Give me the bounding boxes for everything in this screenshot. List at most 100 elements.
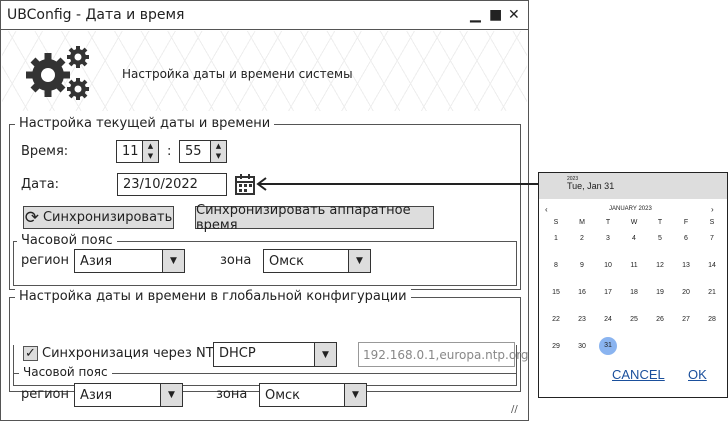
weekday-label: M: [579, 219, 585, 226]
time-label: Время:: [21, 144, 69, 159]
weekday-label: S: [709, 219, 715, 226]
calendar-day[interactable]: 26: [656, 316, 664, 323]
global-config-legend: Настройка даты и времени в глобальной ко…: [15, 289, 411, 304]
global-timezone-group-top: [13, 373, 517, 374]
date-picker-header: 2023 Tue, Jan 31: [539, 173, 727, 199]
zone-select[interactable]: Омск ▼: [263, 249, 371, 273]
pointer-arrow: [256, 176, 554, 192]
window-title: UBConfig - Дата и время: [7, 7, 185, 23]
calendar-day[interactable]: 19: [656, 289, 664, 296]
global-zone-value: Омск: [265, 387, 301, 403]
calendar-day[interactable]: 21: [708, 289, 716, 296]
zone-value: Омск: [269, 253, 305, 269]
weekday-label: T: [657, 219, 663, 226]
global-zone-select[interactable]: Омск ▼: [259, 383, 367, 407]
chevron-down-icon[interactable]: ▼: [314, 343, 336, 366]
calendar-day[interactable]: 8: [554, 262, 558, 269]
minute-spinner[interactable]: 55▲▼: [179, 140, 227, 163]
chevron-down-icon[interactable]: ▼: [348, 250, 370, 272]
weekday-label: T: [605, 219, 611, 226]
window: UBConfig - Дата и время ▁ ■ ✕ Настройка …: [0, 0, 529, 421]
calendar-day[interactable]: 10: [604, 262, 612, 269]
cancel-button[interactable]: CANCEL: [612, 367, 665, 382]
calendar-day[interactable]: 3: [606, 235, 610, 242]
calendar-day[interactable]: 11: [630, 262, 638, 269]
ntp-servers-value: 192.168.0.1,europa.ntp.org: [363, 347, 529, 362]
close-button[interactable]: ✕: [508, 7, 520, 23]
ok-button[interactable]: OK: [688, 367, 707, 382]
minimize-button[interactable]: ▁: [470, 7, 481, 23]
calendar-day[interactable]: 6: [684, 235, 688, 242]
calendar-day[interactable]: 24: [604, 316, 612, 323]
next-month-button[interactable]: ›: [711, 205, 714, 214]
calendar-day[interactable]: 5: [658, 235, 662, 242]
current-datetime-legend: Настройка текущей даты и времени: [15, 116, 275, 131]
calendar-day[interactable]: 20: [682, 289, 690, 296]
chevron-down-icon[interactable]: ▼: [344, 384, 366, 406]
header-banner: [2, 31, 527, 111]
ntp-label: Синхронизация через NTP: [42, 346, 222, 361]
weekday-label: W: [630, 219, 638, 226]
calendar-day[interactable]: 22: [552, 316, 560, 323]
gears-icon: [26, 46, 89, 100]
hardware-sync-button[interactable]: Синхронизировать аппаратное время: [195, 203, 434, 233]
calendar-day[interactable]: 29: [552, 343, 560, 350]
calendar-day[interactable]: 30: [578, 343, 586, 350]
calendar-day[interactable]: 18: [630, 289, 638, 296]
zone-label: зона: [220, 253, 252, 268]
selected-day: 31: [599, 337, 617, 355]
ntp-checkbox[interactable]: ✓: [23, 346, 38, 361]
chevron-down-icon[interactable]: ▼: [162, 250, 184, 272]
calendar-day[interactable]: 7: [710, 235, 714, 242]
hardware-sync-label: Синхронизировать аппаратное время: [196, 202, 411, 233]
global-region-select[interactable]: Азия ▼: [74, 383, 183, 407]
resize-grip-icon[interactable]: //: [511, 404, 518, 415]
prev-month-button[interactable]: ‹: [545, 205, 548, 214]
timezone-group: [13, 241, 517, 286]
region-label: регион: [21, 253, 69, 268]
calendar-day[interactable]: 14: [708, 262, 716, 269]
hour-value: 11: [122, 144, 139, 159]
calendar-day[interactable]: 27: [682, 316, 690, 323]
picker-year[interactable]: 2023: [567, 176, 579, 182]
ntp-source-value: DHCP: [219, 346, 256, 361]
weekday-label: S: [553, 219, 559, 226]
calendar-day[interactable]: 2: [580, 235, 584, 242]
minute-stepper-arrows[interactable]: ▲▼: [210, 141, 226, 162]
calendar-day[interactable]: 16: [578, 289, 586, 296]
title-bar: UBConfig - Дата и время ▁ ■ ✕: [1, 1, 528, 30]
calendar-icon[interactable]: [234, 173, 258, 197]
timezone-legend: Часовой пояс: [17, 233, 117, 248]
date-input[interactable]: 23/10/2022: [117, 173, 227, 196]
calendar-day[interactable]: 13: [682, 262, 690, 269]
maximize-button[interactable]: ■: [489, 7, 503, 23]
calendar-day[interactable]: 12: [656, 262, 664, 269]
picker-selected-date: Tue, Jan 31: [567, 181, 615, 191]
global-timezone-group-border: [13, 373, 517, 386]
calendar-day[interactable]: 25: [630, 316, 638, 323]
hour-stepper-arrows[interactable]: ▲▼: [142, 141, 158, 162]
global-region-value: Азия: [80, 387, 113, 403]
calendar-day[interactable]: 28: [708, 316, 716, 323]
ntp-source-select[interactable]: DHCP ▼: [213, 342, 337, 367]
calendar-day[interactable]: 1: [554, 235, 558, 242]
region-select[interactable]: Азия ▼: [74, 249, 185, 273]
refresh-icon: ⟳: [24, 207, 39, 228]
calendar-day[interactable]: 23: [578, 316, 586, 323]
region-value: Азия: [80, 253, 113, 269]
calendar-day[interactable]: 31: [595, 337, 621, 364]
month-label: JANUARY 2023: [609, 206, 652, 212]
weekday-label: F: [683, 219, 689, 226]
global-zone-label: зона: [216, 387, 248, 402]
sync-button[interactable]: ⟳Синхронизировать: [23, 206, 174, 229]
hour-spinner[interactable]: 11▲▼: [116, 140, 159, 163]
global-region-label: регион: [21, 387, 69, 402]
calendar-day[interactable]: 9: [580, 262, 584, 269]
calendar-day[interactable]: 4: [632, 235, 636, 242]
chevron-down-icon[interactable]: ▼: [160, 384, 182, 406]
global-timezone-legend: Часовой пояс: [19, 365, 112, 379]
calendar-day[interactable]: 17: [604, 289, 612, 296]
ntp-servers-input[interactable]: 192.168.0.1,europa.ntp.org: [358, 342, 529, 367]
calendar-day[interactable]: 15: [552, 289, 560, 296]
